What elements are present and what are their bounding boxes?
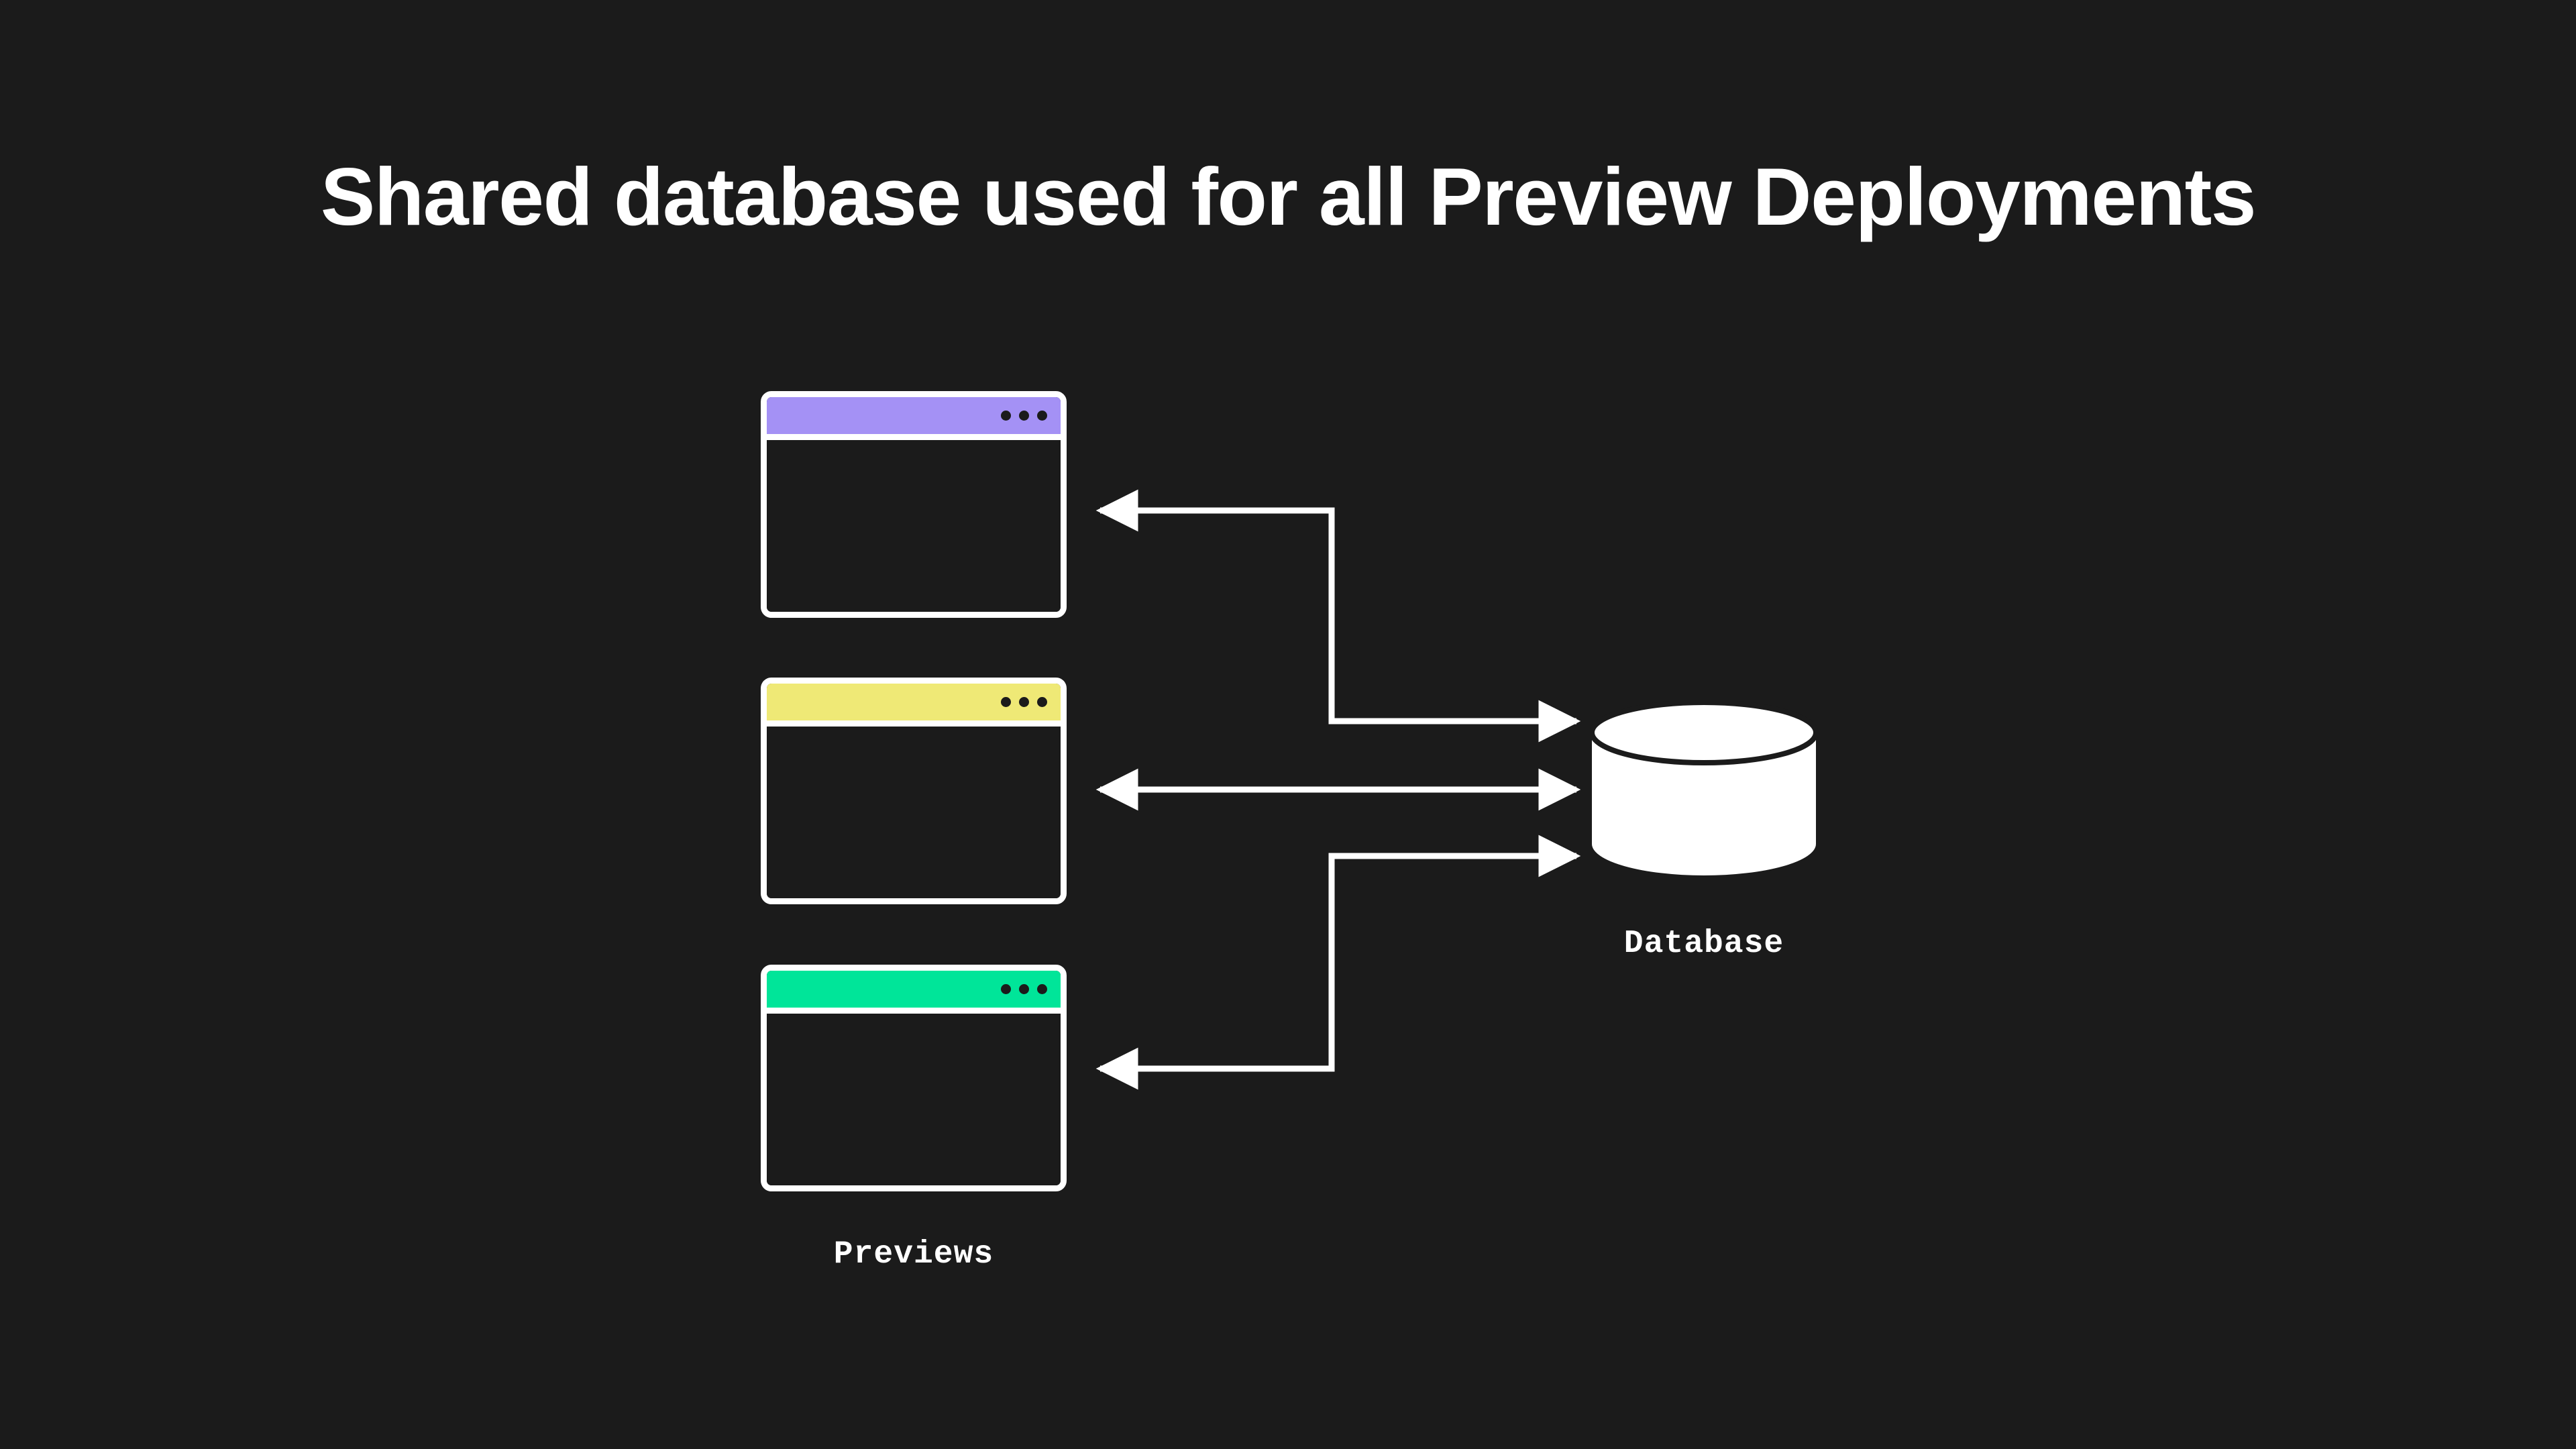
window-content-area xyxy=(767,440,1061,612)
window-dot-maximize-icon[interactable] xyxy=(1037,984,1047,994)
window-divider xyxy=(767,720,1061,727)
window-dot-close-icon[interactable] xyxy=(1001,411,1011,421)
database-cylinder-icon[interactable] xyxy=(1590,701,1818,881)
window-titlebar-purple xyxy=(767,397,1061,434)
window-dot-minimize-icon[interactable] xyxy=(1019,411,1029,421)
window-controls-dots xyxy=(1001,411,1047,421)
window-controls-dots xyxy=(1001,697,1047,707)
window-divider xyxy=(767,1008,1061,1014)
window-dot-maximize-icon[interactable] xyxy=(1037,411,1047,421)
window-dot-minimize-icon[interactable] xyxy=(1019,697,1029,707)
preview-window-1[interactable] xyxy=(761,391,1067,618)
window-dot-close-icon[interactable] xyxy=(1001,697,1011,707)
window-divider xyxy=(767,434,1061,440)
page-title: Shared database used for all Preview Dep… xyxy=(320,151,2257,242)
window-content-area xyxy=(767,727,1061,898)
window-titlebar-yellow xyxy=(767,684,1061,720)
previews-group-label: Previews xyxy=(833,1236,994,1273)
cylinder-top xyxy=(1590,701,1818,765)
window-dot-close-icon[interactable] xyxy=(1001,984,1011,994)
window-content-area xyxy=(767,1014,1061,1185)
database-label: Database xyxy=(1623,926,1784,962)
preview-window-2[interactable] xyxy=(761,678,1067,904)
window-dot-maximize-icon[interactable] xyxy=(1037,697,1047,707)
window-titlebar-green xyxy=(767,971,1061,1008)
connector-database-to-preview-1 xyxy=(1095,489,1581,743)
window-dot-minimize-icon[interactable] xyxy=(1019,984,1029,994)
window-controls-dots xyxy=(1001,984,1047,994)
preview-window-3[interactable] xyxy=(761,965,1067,1191)
connector-database-to-preview-3 xyxy=(1095,835,1581,1090)
cylinder-body xyxy=(1592,733,1816,875)
